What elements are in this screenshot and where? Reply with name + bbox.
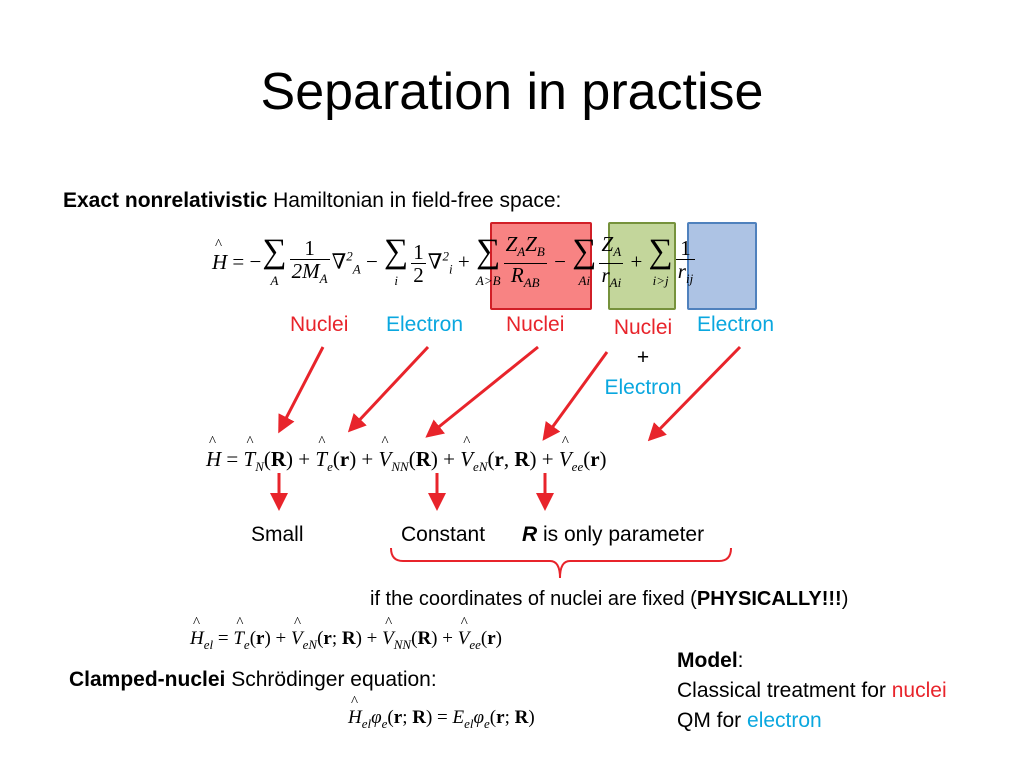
model-line1-prefix: Classical treatment for: [677, 679, 892, 702]
arrow-electron-to-te: [347, 345, 430, 433]
label-plus: +: [636, 346, 650, 369]
label-electron-kinetic: Electron: [386, 313, 464, 336]
clamped-text: Clamped-nuclei Schrödinger equation:: [69, 668, 437, 692]
label-electron-attraction: Electron: [604, 376, 682, 399]
arrow-nuclei-to-tn: [278, 346, 325, 434]
box-electron-nuclear-attraction: [608, 222, 676, 310]
model-line2-highlight: electron: [747, 709, 822, 732]
label-small: Small: [251, 523, 304, 546]
label-nuclei-electron-group: Nuclei + Electron: [600, 313, 686, 403]
box-electron-repulsion: [687, 222, 757, 310]
box-nuclear-repulsion: [490, 222, 592, 310]
arrow-nuclei-to-vnn: [425, 345, 539, 438]
page-title: Separation in practise: [260, 63, 764, 121]
model-heading-line: Model:: [677, 646, 947, 676]
label-nuclei-attraction: Nuclei: [613, 316, 673, 339]
model-line-qm: QM for electron: [677, 706, 947, 736]
condition-before: if the coordinates of nuclei are fixed (: [370, 588, 697, 610]
label-nuclei-repulsion: Nuclei: [506, 313, 565, 336]
model-heading: Model: [677, 649, 738, 672]
intro-bold: Exact nonrelativistic: [63, 189, 268, 212]
param-rest: is only parameter: [537, 523, 705, 546]
model-line2-prefix: QM for: [677, 709, 748, 732]
model-line-classical: Classical treatment for nuclei: [677, 676, 947, 706]
arrow-nucleus-electron-to-ven: [542, 351, 609, 441]
label-parameter: R is only parameter: [522, 523, 704, 547]
brace-red: [390, 547, 732, 579]
label-nuclei-kinetic: Nuclei: [290, 313, 349, 336]
intro-text: Exact nonrelativistic Hamiltonian in fie…: [63, 189, 561, 213]
label-electron-repulsion: Electron: [697, 313, 775, 336]
param-symbol: R: [522, 523, 538, 546]
intro-rest: Hamiltonian in field-free space:: [267, 189, 562, 212]
model-colon: :: [737, 649, 744, 672]
compact-hamiltonian-equation: H = TN(R) + Te(r) + VNN(R) + VeN(r, R) +…: [206, 434, 607, 475]
condition-after: ): [841, 588, 849, 610]
schrodinger-equation: Helφe(r; R) = Eelφe(r; R): [348, 694, 535, 732]
model-line1-highlight: nuclei: [891, 679, 947, 702]
label-constant: Constant: [401, 523, 486, 546]
condition-text: if the coordinates of nuclei are fixed (…: [370, 588, 848, 611]
model-block: Model: Classical treatment for nuclei QM…: [677, 646, 947, 736]
condition-bold: PHYSICALLY!!!: [696, 588, 842, 610]
electronic-hamiltonian-equation: Hel = Te(r) + VeN(r; R) + VNN(R) + Vee(r…: [190, 615, 502, 653]
clamped-bold: Clamped-nuclei: [69, 668, 226, 691]
clamped-rest: Schrödinger equation:: [225, 668, 437, 691]
arrow-electron-to-vee: [647, 345, 742, 442]
